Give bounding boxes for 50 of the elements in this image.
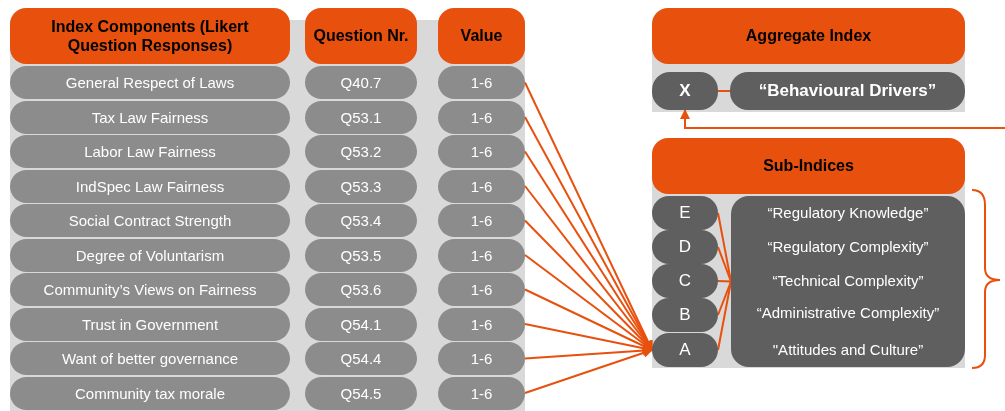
connector-line [717,280,732,316]
row-pill: Social Contract Strength [10,204,290,237]
row-pill: Q54.1 [305,307,417,341]
header-pill: Index Components (Likert Question Responses) [10,8,290,64]
row-pill: Q53.6 [305,273,417,306]
label-pill: A [652,333,718,367]
row-pill: Community’s Views on Fairness [10,273,290,306]
connector-line [717,280,732,283]
header-pill: Aggregate Index [652,8,965,64]
row-pill: Q40.7 [305,66,417,99]
row-pill: Q53.1 [305,100,417,134]
connector-line [717,246,732,283]
label-pill: E [652,196,718,230]
arrow [524,348,653,394]
arrow [680,109,1005,129]
label-pill: X [652,72,718,110]
header-pill: Value [438,8,525,64]
connector-line [717,280,732,351]
label-panel [731,196,965,367]
row-pill: Q53.3 [305,169,417,203]
row-pill: Want of better governance [10,342,290,375]
row-pill: 1-6 [438,204,525,237]
sub-index-label: “Regulatory Complexity” [766,238,930,255]
header-pill: Sub-Indices [652,138,965,194]
connector-line [717,90,731,92]
row-pill: Q53.2 [305,135,417,168]
label-pill: D [652,230,718,264]
row-pill: Q53.5 [305,238,417,272]
row-pill: 1-6 [438,135,525,168]
row-pill: Tax Law Fairness [10,100,290,134]
row-pill: IndSpec Law Fairness [10,169,290,203]
row-pill: Degree of Voluntarism [10,238,290,272]
row-pill: Q53.4 [305,204,417,237]
row-pill: Community tax morale [10,376,290,410]
row-pill: 1-6 [438,342,525,375]
row-pill: 1-6 [438,273,525,306]
label-pill: B [652,298,718,332]
row-pill: Q54.4 [305,342,417,375]
sub-index-label: “Regulatory Knowledge” [766,204,930,221]
row-pill: Q54.5 [305,376,417,410]
sub-index-label: "Attitudes and Culture” [771,341,925,358]
label-pill: “Behavioural Drivers” [730,72,965,110]
row-pill: Trust in Government [10,307,290,341]
row-pill: 1-6 [438,66,525,99]
sub-index-label: “Administrative Complexity” [755,304,941,321]
label-pill: C [652,264,718,298]
row-pill: Labor Law Fairness [10,135,290,168]
row-pill: General Respect of Laws [10,66,290,99]
sub-index-label: “Technical Complexity” [771,272,925,289]
header-pill: Question Nr. [305,8,417,64]
